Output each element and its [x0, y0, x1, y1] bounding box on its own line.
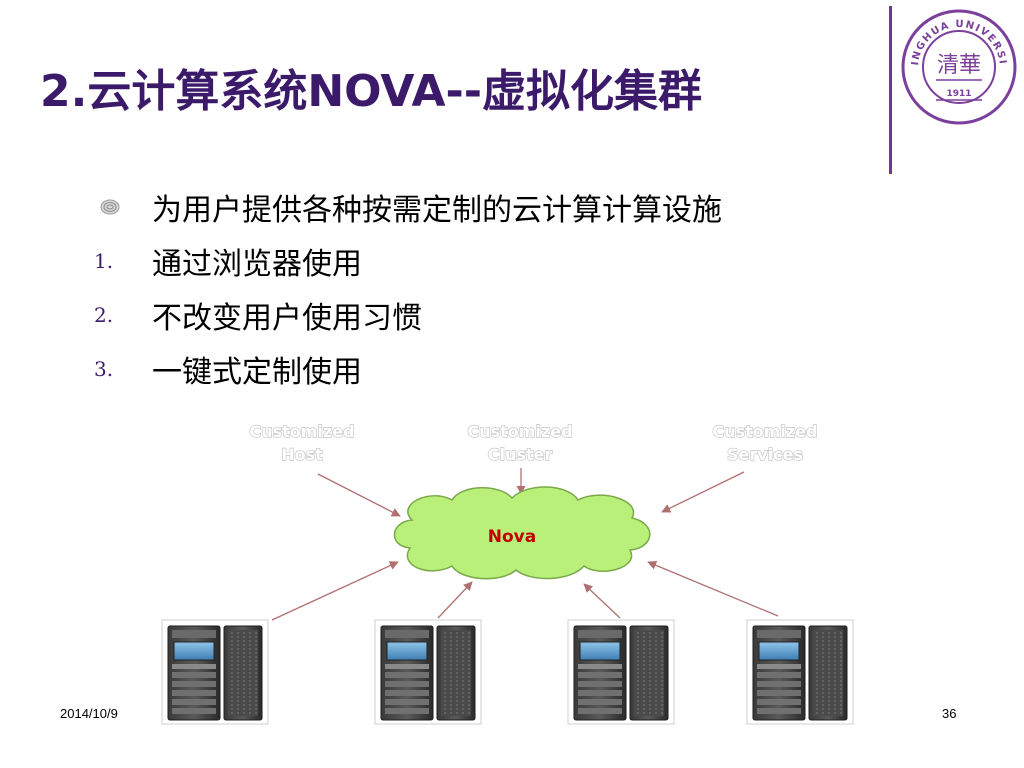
arrow-host-to-nova	[317, 473, 401, 517]
bullet-number: 2.	[94, 303, 114, 327]
arrow-services-to-nova	[661, 471, 745, 513]
footer-date: 2014/10/9	[60, 706, 118, 721]
server-rack-icon	[161, 619, 269, 725]
nova-cloud: Nova	[393, 486, 651, 580]
node-label-line2: Cluster	[488, 445, 553, 464]
bullet-text: 一键式定制使用	[152, 355, 362, 390]
university-logo-icon: TSINGHUA UNIVERSITY 清華 1911	[900, 8, 1017, 125]
title-divider	[889, 6, 892, 174]
arrow-server4-to-nova	[647, 560, 779, 617]
bullet-item: 2. 不改变用户使用习惯	[94, 288, 954, 342]
bullet-text: 为用户提供各种按需定制的云计算计算设施	[152, 193, 722, 228]
diagram-node-customized-host: Customized Host	[249, 421, 355, 464]
bullet-list: 为用户提供各种按需定制的云计算计算设施 1. 通过浏览器使用 2. 不改变用户使…	[94, 180, 954, 396]
arrow-server3-to-nova	[583, 583, 621, 619]
diagram-node-customized-cluster: Customized Cluster	[467, 421, 573, 464]
node-label-line1: Customized	[467, 422, 572, 441]
bullet-number: 3.	[94, 357, 114, 381]
server-rack-icon	[567, 619, 675, 725]
server-rack-icon	[374, 619, 482, 725]
node-label-line1: Customized	[249, 422, 354, 441]
bullet-item: 为用户提供各种按需定制的云计算计算设施	[94, 180, 954, 234]
bullet-text: 通过浏览器使用	[152, 247, 362, 282]
arrow-server1-to-nova	[271, 561, 399, 621]
node-label-line2: Services	[727, 445, 803, 464]
logo-year: 1911	[946, 89, 971, 99]
arrow-server2-to-nova	[437, 581, 473, 619]
swirl-bullet-icon	[100, 199, 120, 215]
node-label-line2: Host	[281, 445, 323, 464]
logo-seal-chars: 清華	[937, 53, 981, 78]
nova-label: Nova	[488, 527, 536, 547]
slide-title: 2.云计算系统NOVA--虚拟化集群	[40, 66, 703, 117]
footer-page-number: 36	[942, 706, 957, 721]
bullet-number: 1.	[94, 249, 114, 273]
bullet-text: 不改变用户使用习惯	[152, 301, 422, 336]
diagram-node-customized-services: Customized Services	[712, 421, 818, 464]
server-rack-icon	[746, 619, 854, 725]
bullet-item: 1. 通过浏览器使用	[94, 234, 954, 288]
node-label-line1: Customized	[712, 422, 817, 441]
bullet-item: 3. 一键式定制使用	[94, 342, 954, 396]
